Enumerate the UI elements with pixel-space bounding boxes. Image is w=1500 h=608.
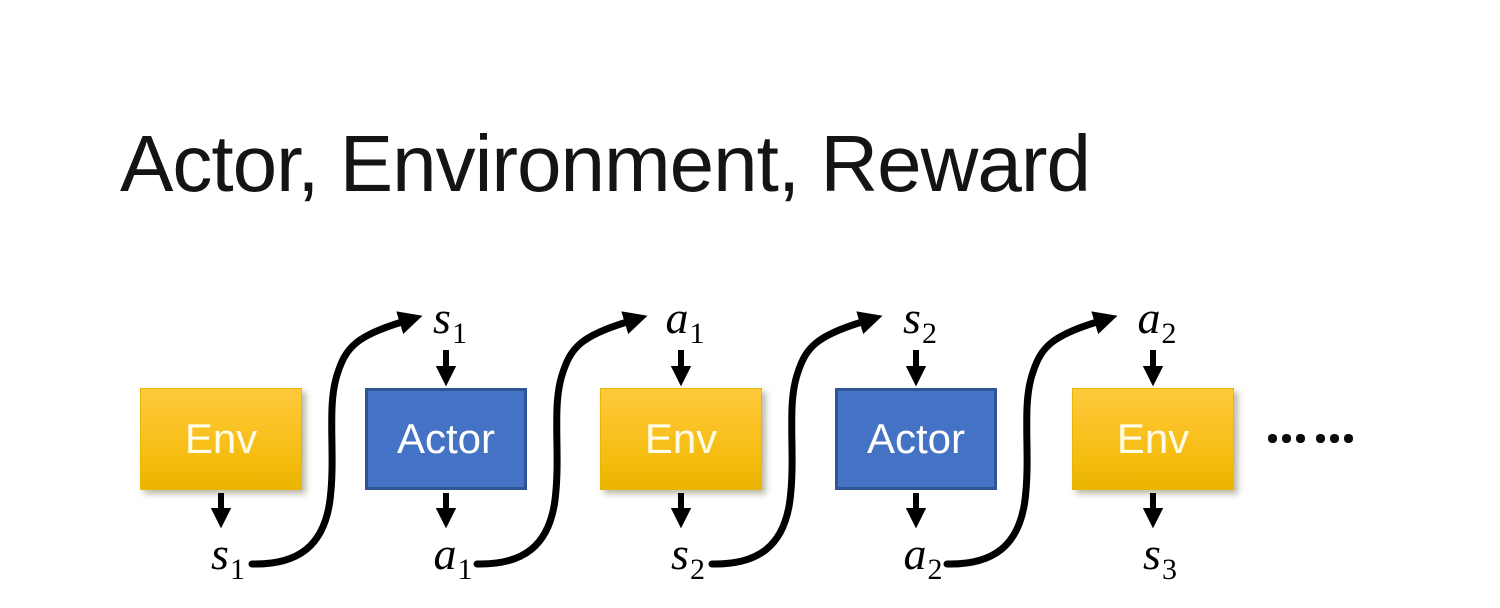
env-box-2: Env <box>600 388 762 490</box>
top-label-a2-sub: 2 <box>1161 317 1177 350</box>
env-box-1-label: Env <box>184 415 258 462</box>
actor-box-2-label: Actor <box>866 415 966 462</box>
env-box-3-label: Env <box>1116 415 1190 462</box>
actor-box-1: Actor <box>365 388 527 490</box>
ellipsis-dot <box>1282 433 1291 443</box>
ellipsis-dot <box>1268 433 1277 443</box>
bottom-label-s2-base: s <box>671 528 689 579</box>
ellipsis-dot <box>1330 433 1339 443</box>
slide-title: Actor, Environment, Reward <box>120 119 1091 208</box>
bottom-label-s3-sub: 3 <box>1161 553 1177 586</box>
env-box-3: Env <box>1072 388 1234 490</box>
actor-box-2: Actor <box>835 388 997 490</box>
ellipsis-dot <box>1344 433 1353 443</box>
top-label-a2-base: a <box>1137 292 1161 343</box>
bottom-label-s2-sub: 2 <box>689 553 705 586</box>
bottom-label-a2-sub: 2 <box>927 553 943 586</box>
bottom-label-a2-base: a <box>903 528 927 579</box>
bottom-label-s3-base: s <box>1143 528 1161 579</box>
bottom-label-s1-base: s <box>211 528 229 579</box>
actor-box-1-label: Actor <box>396 415 496 462</box>
env-box-1: Env <box>140 388 302 490</box>
top-label-a1: a1 <box>665 292 705 349</box>
top-label-a2: a2 <box>1137 292 1177 349</box>
bottom-label-s1-sub: 1 <box>229 553 245 586</box>
bottom-label-a1: a1 <box>433 528 473 585</box>
top-label-s1-sub: 1 <box>451 317 467 350</box>
bottom-label-a1-base: a <box>433 528 457 579</box>
top-label-s2: s2 <box>903 292 937 349</box>
env-box-2-label: Env <box>644 415 718 462</box>
continuation-dots <box>1268 433 1353 443</box>
arrow-down-icon <box>435 350 1164 387</box>
bottom-label-s1: s1 <box>211 528 245 585</box>
ellipsis-dot <box>1316 433 1325 443</box>
ellipsis-dot <box>1296 433 1305 443</box>
bottom-label-s2: s2 <box>671 528 705 585</box>
top-label-a1-sub: 1 <box>689 317 705 350</box>
top-label-s2-sub: 2 <box>921 317 937 350</box>
arrow-down-icon <box>210 493 1164 529</box>
top-label-s1: s1 <box>433 292 467 349</box>
top-label-a1-base: a <box>665 292 689 343</box>
bottom-label-s3: s3 <box>1143 528 1177 585</box>
bottom-label-a1-sub: 1 <box>457 553 473 586</box>
top-label-s2-base: s <box>903 292 921 343</box>
bottom-label-a2: a2 <box>903 528 943 585</box>
top-label-s1-base: s <box>433 292 451 343</box>
